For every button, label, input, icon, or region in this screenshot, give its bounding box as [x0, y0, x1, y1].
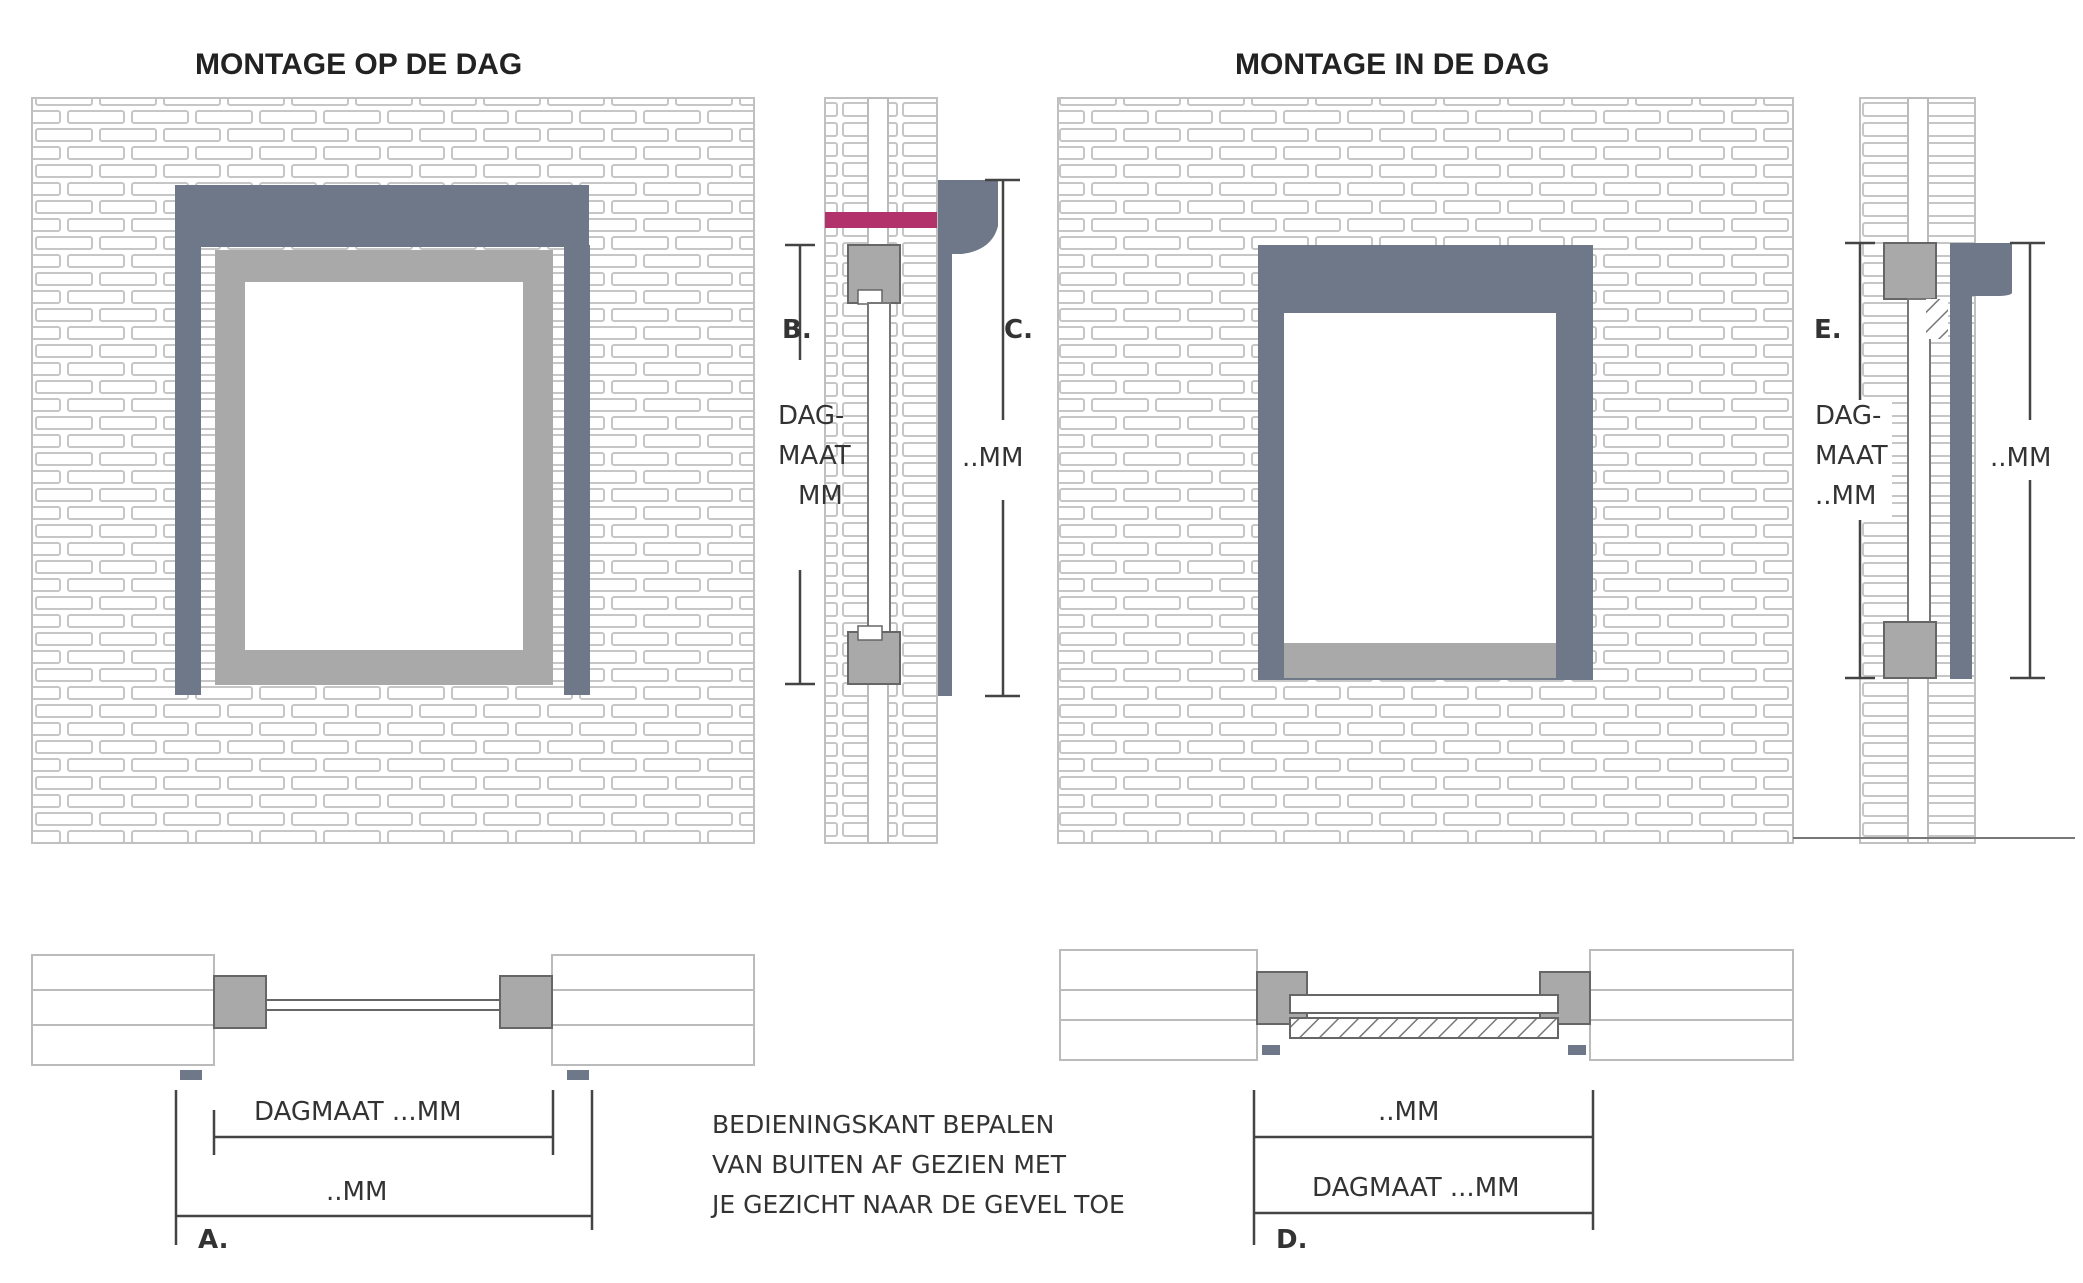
note-line-3: JE GEZICHT NAAR DE GEVEL TOE: [710, 1190, 1125, 1219]
dagmaat-b-2: MAAT: [778, 441, 851, 471]
window-sill-right: [1284, 643, 1556, 678]
plan-right: [1059, 949, 1794, 1245]
title-right: MONTAGE IN DE DAG: [1235, 48, 1549, 81]
label-c: C.: [1004, 315, 1033, 345]
dagmaat-b-1: DAG-: [778, 401, 844, 431]
plan-right-mm: ..MM: [1378, 1097, 1439, 1127]
note-line-2: VAN BUITEN AF GEZIEN MET: [712, 1150, 1067, 1179]
label-b: B.: [782, 315, 812, 345]
title-left: MONTAGE OP DE DAG: [195, 48, 522, 81]
label-a: A.: [198, 1225, 228, 1255]
section-left: [785, 97, 1020, 844]
plan-left-dagmaat: DAGMAAT ...MM: [254, 1097, 462, 1127]
mm-c: ..MM: [962, 443, 1023, 473]
plan-left-mm: ..MM: [326, 1177, 387, 1207]
rail-left-1: [175, 245, 201, 695]
dagmaat-e-1: DAG-: [1815, 401, 1881, 431]
label-d: D.: [1276, 1225, 1307, 1255]
rail-left-2: [564, 245, 590, 695]
plan-right-dagmaat: DAGMAAT ...MM: [1312, 1173, 1520, 1203]
seal-strip: [825, 212, 937, 228]
mm-e: ..MM: [1990, 443, 2051, 473]
label-e: E.: [1814, 315, 1842, 345]
dagmaat-e-2: MAAT: [1815, 441, 1888, 471]
note-line-1: BEDIENINGSKANT BEPALEN: [712, 1110, 1054, 1139]
window-glass-left: [245, 282, 523, 650]
shutter-box-left: [175, 185, 589, 247]
facade-right: [1057, 97, 1794, 844]
window-glass-right: [1284, 313, 1556, 643]
shutter-box-right: [1260, 248, 1590, 313]
plan-left: [31, 954, 755, 1245]
dagmaat-e-3: ..MM: [1815, 481, 1876, 511]
facade-left: [31, 97, 755, 844]
dagmaat-b-3: MM: [798, 481, 843, 511]
